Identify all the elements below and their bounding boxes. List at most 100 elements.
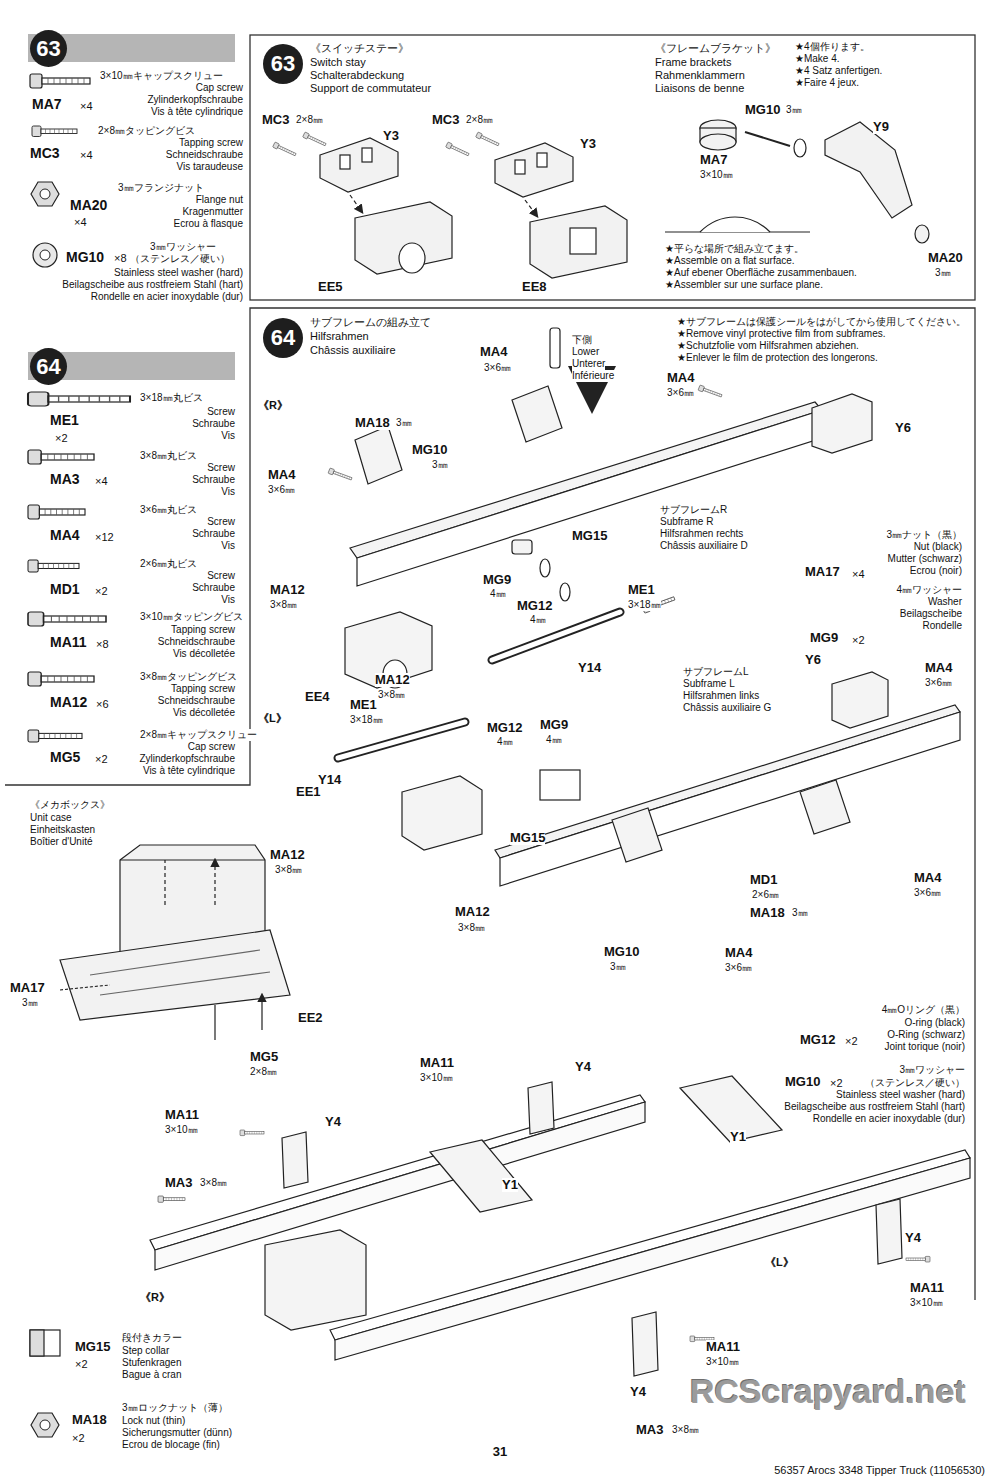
label-text: Tapping screw xyxy=(171,624,235,636)
step-number-text: 63 xyxy=(36,36,60,62)
label-text: 3㎜ xyxy=(396,417,412,429)
label-text: ×2 xyxy=(55,432,68,445)
label-text: 2×8㎜キャップスクリュー xyxy=(140,729,257,741)
label-text: Zylinderkopfschraube xyxy=(139,753,235,765)
label-text: Subframe L xyxy=(683,678,735,690)
label-text: Boîtier d'Unité xyxy=(30,836,93,848)
label-text: ×2 xyxy=(72,1432,85,1445)
label-text: 3×6㎜ xyxy=(725,962,752,974)
label-text: ×2 xyxy=(95,753,108,766)
label-text: Inférieure xyxy=(572,370,614,382)
label-text: 4㎜ワッシャー xyxy=(896,584,962,596)
label-text: ★Remove vinyl protective film from subfr… xyxy=(677,328,885,340)
label-text: サブフレームL xyxy=(683,666,749,678)
part-code: MG12 xyxy=(800,1033,835,1048)
step-number-text: 63 xyxy=(271,51,295,77)
label-text: Stufenkragen xyxy=(122,1357,182,1369)
label-text: Schraube xyxy=(192,418,235,430)
label-text: Zylinderkopfschraube xyxy=(147,94,243,106)
label-text: Vis xyxy=(221,594,235,606)
part-code: MG10 xyxy=(745,103,780,118)
part-code: Y6 xyxy=(895,421,911,436)
label-text: Hilfsrahmen rechts xyxy=(660,528,743,540)
label-text: Rondelle en acier inoxydable (dur) xyxy=(813,1113,965,1125)
label-text: 3×10㎜ xyxy=(706,1356,739,1368)
label-text: 2×6㎜ xyxy=(752,889,779,901)
label-text: 段付きカラー xyxy=(122,1332,182,1344)
part-code: MC3 xyxy=(432,113,459,128)
label-text: Step collar xyxy=(122,1345,169,1357)
part-code: 31 xyxy=(493,1445,507,1460)
label-text: ★Assemble on a flat surface. xyxy=(665,255,795,267)
label-text: Rahmenklammern xyxy=(655,69,745,82)
part-code: MA18 xyxy=(72,1413,107,1428)
part-code: ME1 xyxy=(50,412,79,428)
label-text: 3×10㎜ xyxy=(165,1124,198,1136)
part-code: MA4 xyxy=(914,871,941,886)
part-code: MG15 xyxy=(510,831,545,846)
part-code: MA11 xyxy=(910,1281,944,1296)
part-code: MA12 xyxy=(50,694,87,710)
part-code: MD1 xyxy=(750,873,777,888)
label-text: 《フレームブラケット》 xyxy=(655,42,776,55)
part-code: Y4 xyxy=(630,1385,646,1400)
label-text: Switch stay xyxy=(310,56,366,69)
label-text: ×12 xyxy=(95,531,114,544)
label-text: Vis décolletée xyxy=(173,648,235,660)
part-code: MG12 xyxy=(517,599,552,614)
part-code: MA11 xyxy=(706,1340,740,1355)
part-code: MA4 xyxy=(725,946,752,961)
label-text: 3×6㎜ xyxy=(667,387,694,399)
label-text: 3×8㎜ xyxy=(270,599,297,611)
label-text: Screw xyxy=(207,406,235,418)
label-text: Einheitskasten xyxy=(30,824,95,836)
label-text: 《スイッチステー》 xyxy=(310,42,409,55)
label-text: ×2 xyxy=(852,634,865,647)
part-code: Y4 xyxy=(905,1231,921,1246)
label-text: ×2 xyxy=(75,1358,88,1371)
part-code: MG9 xyxy=(540,718,568,733)
part-code: MA4 xyxy=(667,371,694,386)
label-text: Joint torique (noir) xyxy=(884,1041,965,1053)
part-code: EE2 xyxy=(298,1011,323,1026)
label-text: Vis à tête cylindrique xyxy=(143,765,235,777)
part-code: EE8 xyxy=(522,280,547,295)
label-text: O-ring (black) xyxy=(904,1017,965,1029)
label-text: Vis xyxy=(221,486,235,498)
label-text: ×2 xyxy=(95,585,108,598)
label-text: 下側 xyxy=(572,334,592,346)
part-code: MA4 xyxy=(268,468,295,483)
part-code: MA12 xyxy=(270,583,305,598)
label-text: Cap screw xyxy=(196,82,243,94)
label-text: Beilagscheibe aus rostfreiem Stahl (hart… xyxy=(62,279,243,291)
label-text: Screw xyxy=(207,462,235,474)
part-code: MA4 xyxy=(925,661,952,676)
label-text: Cap screw xyxy=(188,741,235,753)
label-text: ★Schutzfolie vom Hilfsrahmen abziehen. xyxy=(677,340,859,352)
part-code: ME1 xyxy=(628,583,655,598)
label-text: 3㎜ xyxy=(792,907,808,919)
part-code: MA12 xyxy=(375,673,410,688)
step-number-text: 64 xyxy=(36,354,60,380)
label-text: Tapping screw xyxy=(171,683,235,695)
label-text: サブフレームR xyxy=(660,504,727,516)
label-text: 3×8㎜ xyxy=(458,922,485,934)
label-text: 3×10㎜タッピングビス xyxy=(140,611,243,623)
part-code: MA17 xyxy=(10,981,45,996)
chassis-frame xyxy=(150,1076,970,1376)
label-text: 3×8㎜丸ビス xyxy=(140,450,197,462)
label-text: 3×6㎜ xyxy=(914,887,941,899)
part-code: MA18 xyxy=(750,906,785,921)
label-text: Kragenmutter xyxy=(182,206,243,218)
label-text: Hilfsrahmen xyxy=(310,330,369,343)
part-code: MG5 xyxy=(250,1050,278,1065)
label-text: Vis xyxy=(221,540,235,552)
label-text: （ステンレス／硬い） xyxy=(865,1077,965,1089)
label-text: 3×8㎜タッピングビス xyxy=(140,671,237,683)
subframe-assembly xyxy=(328,328,960,886)
label-text: ★Assembler sur une surface plane. xyxy=(665,279,823,291)
panel-frames xyxy=(5,35,975,1300)
label-text: 3×6㎜ xyxy=(925,677,952,689)
label-text: 3×10㎜ xyxy=(420,1072,453,1084)
step-number: 63 xyxy=(30,30,67,67)
